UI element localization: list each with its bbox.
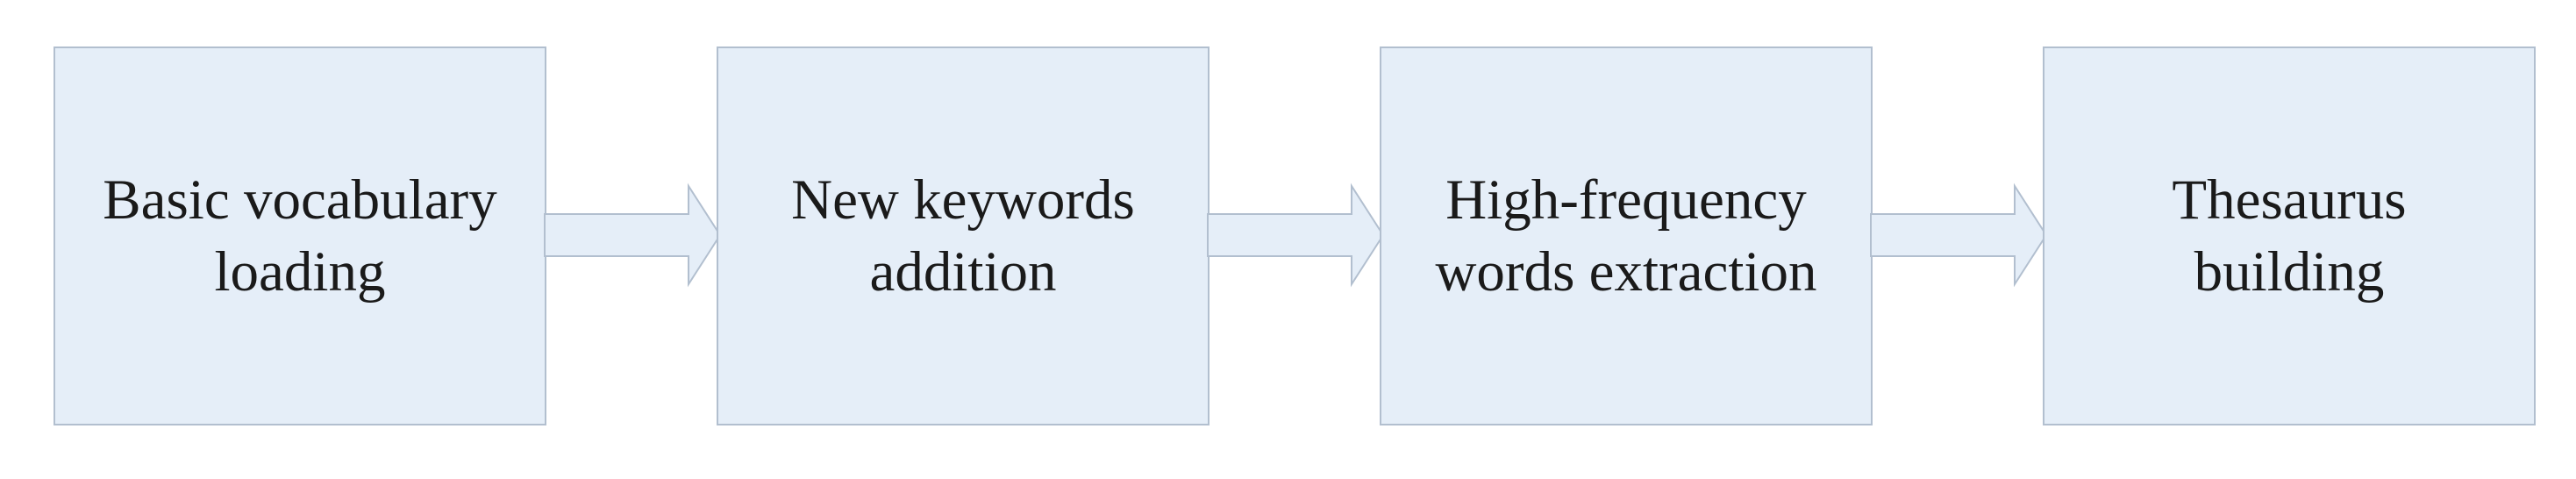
- right-arrow-icon: [544, 182, 722, 288]
- right-arrow-icon: [1207, 182, 1385, 288]
- step-basic-vocabulary-loading: Basic vocabulary loading: [54, 46, 546, 425]
- step-label: Thesaurus building: [2172, 168, 2407, 304]
- step-new-keywords-addition: New keywords addition: [717, 46, 1210, 425]
- step-label: High-frequency words extraction: [1435, 168, 1817, 304]
- right-arrow-icon: [1870, 182, 2048, 288]
- step-high-frequency-words-extraction: High-frequency words extraction: [1380, 46, 1873, 425]
- step-label: Basic vocabulary loading: [103, 168, 497, 304]
- step-thesaurus-building: Thesaurus building: [2043, 46, 2536, 425]
- step-label: New keywords addition: [791, 168, 1135, 304]
